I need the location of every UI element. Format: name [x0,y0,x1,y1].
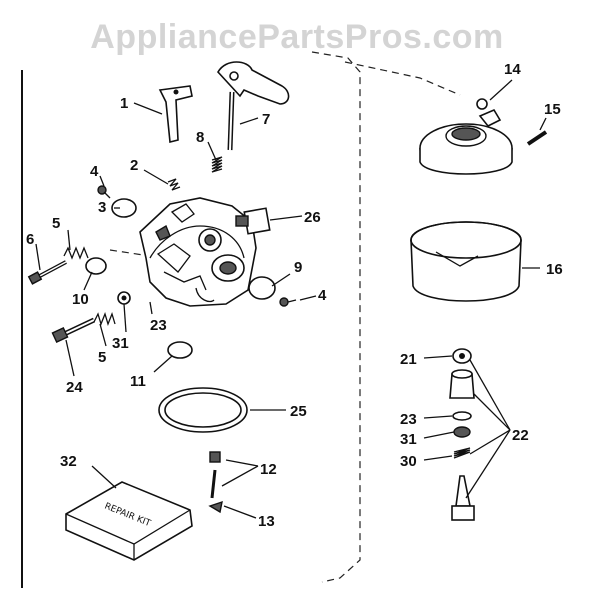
label-31b: 31 [400,431,417,448]
label-31a: 31 [112,335,129,352]
label-25: 25 [290,403,307,420]
part-8-spring [211,156,223,173]
label-23b: 23 [400,411,417,428]
label-5a: 5 [52,215,60,232]
label-1: 1 [120,95,128,112]
label-8: 8 [196,129,204,146]
label-9: 9 [294,259,302,276]
dashed-link-left [109,249,151,257]
part-23b-washer [452,411,472,421]
label-3: 3 [98,199,106,216]
part-1-bracket [158,85,193,144]
carburetor-body [139,197,257,307]
part-6-screw [27,260,67,285]
label-32: 32 [60,453,77,470]
label-6: 6 [26,231,34,248]
label-23a: 23 [150,317,167,334]
label-16: 16 [546,261,563,278]
part-15-pin [526,130,548,146]
label-4a: 4 [90,163,99,180]
leader-lines [35,79,547,519]
label-10: 10 [72,291,89,308]
label-4b: 4 [318,287,327,304]
label-13: 13 [258,513,275,530]
label-24: 24 [66,379,83,396]
part-5b-spring [93,312,116,326]
part-16-bowl [410,221,522,302]
part-22-jet [449,369,475,399]
part-25-gasket [158,387,248,433]
label-11: 11 [130,373,146,390]
part-21-nut [452,348,472,364]
callout-labels: 1 7 8 2 4 3 26 5 6 9 10 4 23 31 5 24 11 … [26,61,563,530]
part-14-float [419,98,513,175]
part-12-nut [209,451,221,499]
main-needle [451,475,475,521]
part-10-oring [85,257,107,275]
part-30-spring [453,447,471,459]
part-32-repair-kit: REPAIR KIT [65,481,193,561]
part-7-throttle-shaft [217,61,290,151]
part-26-fitting [235,207,271,235]
part-3-choke-plate [111,198,137,218]
label-5b: 5 [98,349,106,366]
part-11-cap [167,341,193,359]
dashed-link-top [344,61,461,96]
label-12: 12 [260,461,277,478]
label-22: 22 [512,427,529,444]
part-5a-spring [63,246,89,260]
label-7: 7 [262,111,270,128]
label-2: 2 [130,157,138,174]
label-30: 30 [400,453,417,470]
dashed-separator [311,51,361,583]
label-15: 15 [544,101,561,118]
part-4a-screw [97,185,111,199]
part-2-spring [167,178,181,191]
part-31b-washer [453,426,471,438]
part-4b-screw [279,297,297,307]
part-24-needle [51,317,96,343]
part-13-clip [208,500,223,514]
label-26: 26 [304,209,321,226]
label-14: 14 [504,61,521,78]
label-21: 21 [400,351,417,368]
part-9-plate [248,276,276,300]
